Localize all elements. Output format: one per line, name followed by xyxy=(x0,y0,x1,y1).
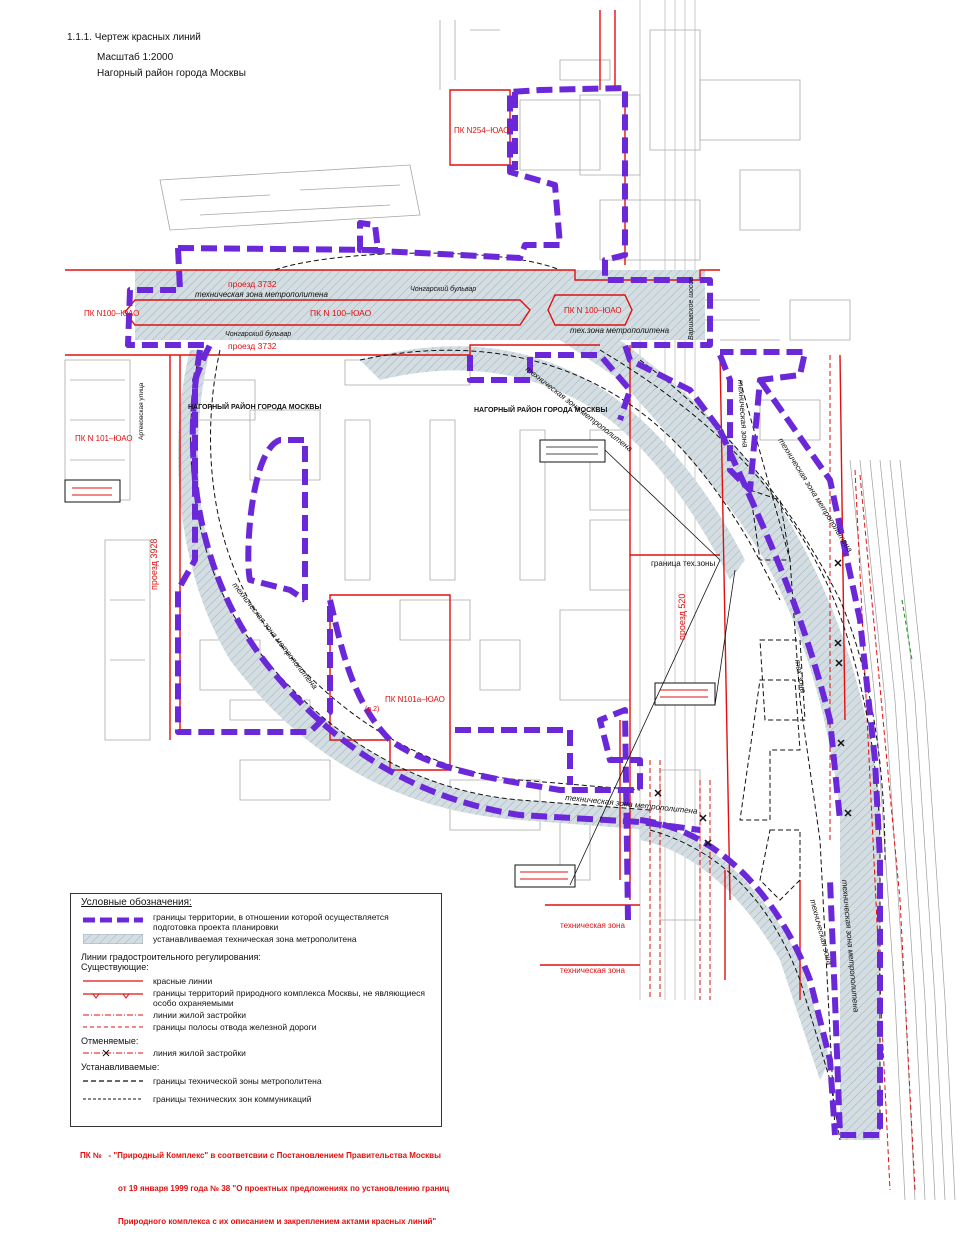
pk-n100-center: ПК N 100–ЮАО xyxy=(310,308,372,318)
legend-text-cancel: линия жилой застройки xyxy=(153,1048,246,1058)
tech-zone-right: тех.зона метрополитена xyxy=(570,326,670,335)
varsh: Варшавское шоссе xyxy=(688,277,695,340)
symbol-boxes xyxy=(64,439,716,888)
chongar-north: Чонгарский бульвар xyxy=(410,285,476,293)
legend-title: Условные обозначения: xyxy=(81,897,192,908)
survey-markers xyxy=(654,559,852,847)
residential-swatch xyxy=(83,1014,143,1016)
pk-n101a: ПК N101а–ЮАО xyxy=(385,695,445,704)
footnote-line-2: от 19 января 1999 года № 38 "О проектных… xyxy=(118,1184,450,1193)
legend-text-comm-zone: границы технических зон коммуникаций xyxy=(153,1094,312,1104)
legend-text-railway: границы полосы отвода железной дороги xyxy=(153,1022,317,1032)
nature-swatch xyxy=(83,993,143,999)
footnote: ПК № - "Природный Комплекс" в соответсви… xyxy=(80,1128,449,1238)
proezd-3732-top: проезд 3732 xyxy=(228,279,277,289)
red-dash-lines xyxy=(649,355,916,1191)
pk-n101-left: ПК N 101–ЮАО xyxy=(75,434,133,443)
district-right: НАГОРНЫЙ РАЙОН ГОРОДА МОСКВЫ xyxy=(474,405,607,414)
legend-text-metro-zone: границы технической зоны метрополитена xyxy=(153,1076,322,1086)
legend-section-existing: Существующие: xyxy=(81,962,149,972)
legend-section-new: Устанавливаемые: xyxy=(81,1062,160,1072)
pk-n100-left: ПК N100–ЮАО xyxy=(84,309,139,318)
page-title: 1.1.1. Чертеж красных линий xyxy=(67,32,201,43)
tech-zone-top: техническая зона метрополитена xyxy=(195,290,328,299)
legend-text-zone: устанавливаемая техническая зона метропо… xyxy=(153,934,357,944)
legend-text-boundary: границы территории, в отношении которой … xyxy=(153,912,389,932)
district-left: НАГОРНЫЙ РАЙОН ГОРОДА МОСКВЫ xyxy=(188,402,321,411)
district-label: Нагорный район города Москвы xyxy=(97,68,246,79)
legend-text-red-lines: красные линии xyxy=(153,976,213,986)
planning-map: проезд 3732 техническая зона метрополите… xyxy=(64,0,956,1200)
legend-section-cancel: Отменяемые: xyxy=(81,1036,139,1046)
scale-label: Масштаб 1:2000 xyxy=(97,52,174,63)
legend: Условные обозначения: границы территории… xyxy=(70,893,442,1127)
tech-z-right-a: техническая зона xyxy=(736,380,750,449)
footnote-line-1: ПК № - "Природный Комплекс" в соответсви… xyxy=(80,1151,441,1160)
pk-n254: ПК N254–ЮАО xyxy=(454,126,509,135)
zone-swatch xyxy=(83,934,143,944)
railway-swatch xyxy=(83,1026,143,1028)
pk-small: (р.2) xyxy=(365,706,379,713)
artek: Артековская улица xyxy=(138,382,145,440)
proezd-3928: проезд 3928 xyxy=(149,539,159,590)
legend-text-residential: линии жилой застройки xyxy=(153,1010,247,1020)
legend-text-nature: границы территорий природного комплекса … xyxy=(153,988,425,1008)
footnote-line-3: Природного комплекса с их описанием и за… xyxy=(118,1217,437,1226)
green-line xyxy=(901,599,913,661)
chongar-south: Чонгарский бульвар xyxy=(225,330,291,338)
project-boundary xyxy=(125,85,883,1138)
pk-n100-right: ПК N 100–ЮАО xyxy=(564,306,622,315)
tech-zone-s1: техническая зона xyxy=(560,921,625,930)
boundary-swatch xyxy=(83,917,143,923)
proezd-3732-bottom: проезд 3732 xyxy=(228,341,277,351)
proezd-520: проезд 520 xyxy=(677,594,687,640)
legend-section-lines: Линии градостроительного регулирования: xyxy=(81,952,261,962)
tech-zone-s2: техническая зона xyxy=(560,966,625,975)
comm-zone-swatch xyxy=(83,1098,143,1100)
border-tech: граница тех.зоны xyxy=(651,559,715,568)
cancel-swatch xyxy=(83,1049,143,1057)
metro-zone-swatch xyxy=(83,1080,143,1082)
red-line-swatch xyxy=(83,980,143,982)
